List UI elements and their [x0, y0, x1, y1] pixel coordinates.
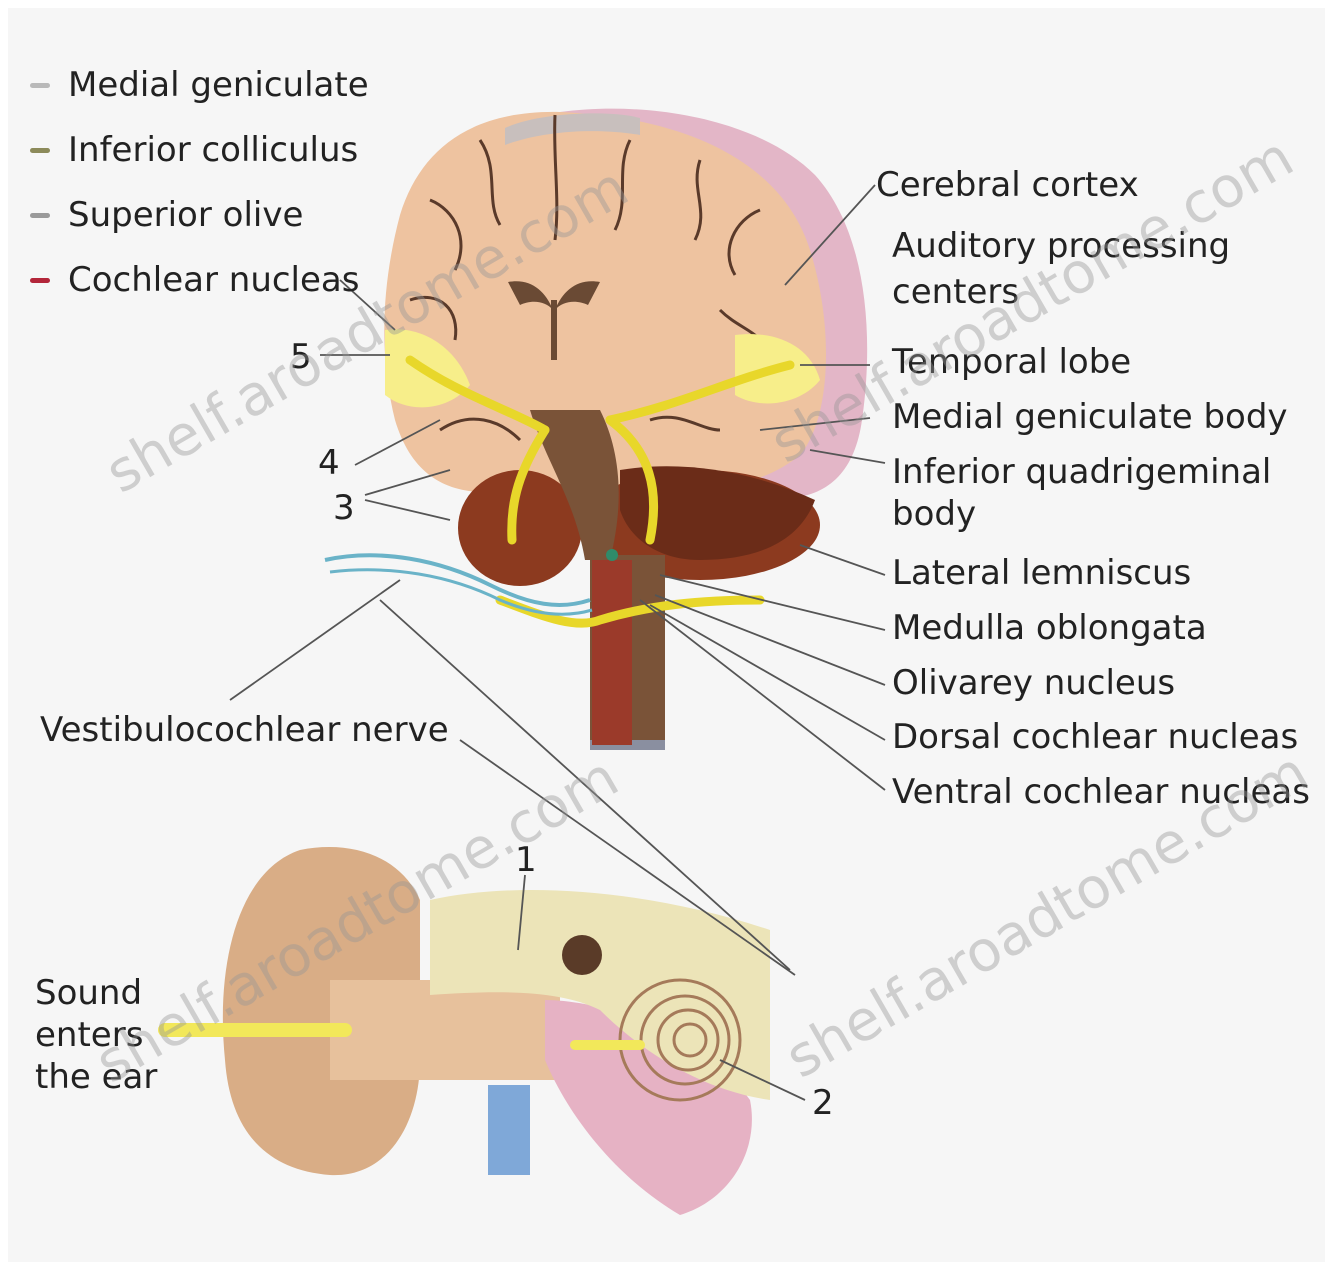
label-auditory-processing-centers: centers	[892, 272, 1019, 312]
legend-label: Cochlear nucleas	[68, 260, 359, 300]
label-cerebral-cortex: Cerebral cortex	[876, 165, 1139, 205]
legend-marker	[30, 148, 50, 153]
legend-marker	[30, 278, 50, 283]
legend-label: Superior olive	[68, 195, 303, 235]
label-olivarey-nucleus: Olivarey nucleus	[892, 663, 1175, 703]
legend-item-superior-olive: Superior olive	[30, 195, 303, 235]
number-4: 4	[318, 443, 340, 483]
label-temporal-lobe: Temporal lobe	[892, 342, 1131, 382]
legend-label: Inferior colliculus	[68, 130, 358, 170]
label-auditory-processing: Auditory processing	[892, 226, 1230, 266]
label-lateral-lemniscus: Lateral lemniscus	[892, 553, 1191, 593]
number-5: 5	[290, 337, 312, 377]
ear	[165, 847, 770, 1215]
legend-item-cochlear-nucleas: Cochlear nucleas	[30, 260, 359, 300]
legend-item-medial-geniculate: Medial geniculate	[30, 65, 369, 105]
label-the-ear: the ear	[35, 1057, 157, 1097]
label-vestibulocochlear-nerve: Vestibulocochlear nerve	[40, 710, 449, 750]
legend-marker	[30, 83, 50, 88]
ear-canal	[330, 980, 560, 1080]
label-inferior-quadrigeminal: Inferior quadrigeminal	[892, 452, 1271, 492]
brain	[325, 109, 867, 750]
label-sound: Sound	[35, 973, 142, 1013]
label-medial-geniculate-body: Medial geniculate body	[892, 397, 1288, 437]
label-ventral-cochlear-nucleas: Ventral cochlear nucleas	[892, 772, 1310, 812]
legend-label: Medial geniculate	[68, 65, 369, 105]
number-2: 2	[812, 1083, 834, 1123]
legend-item-inferior-colliculus: Inferior colliculus	[30, 130, 358, 170]
ossicle	[562, 935, 602, 975]
label-enters: enters	[35, 1015, 143, 1055]
label-dorsal-cochlear-nucleas: Dorsal cochlear nucleas	[892, 717, 1298, 757]
label-inferior-quadrigeminal-body: body	[892, 494, 976, 534]
label-medulla-oblongata: Medulla oblongata	[892, 608, 1207, 648]
eustachian-tube	[488, 1085, 530, 1175]
number-3: 3	[333, 488, 355, 528]
number-1: 1	[515, 840, 537, 880]
cochlear-nucleus-marker	[606, 549, 618, 561]
legend-marker	[30, 213, 50, 218]
